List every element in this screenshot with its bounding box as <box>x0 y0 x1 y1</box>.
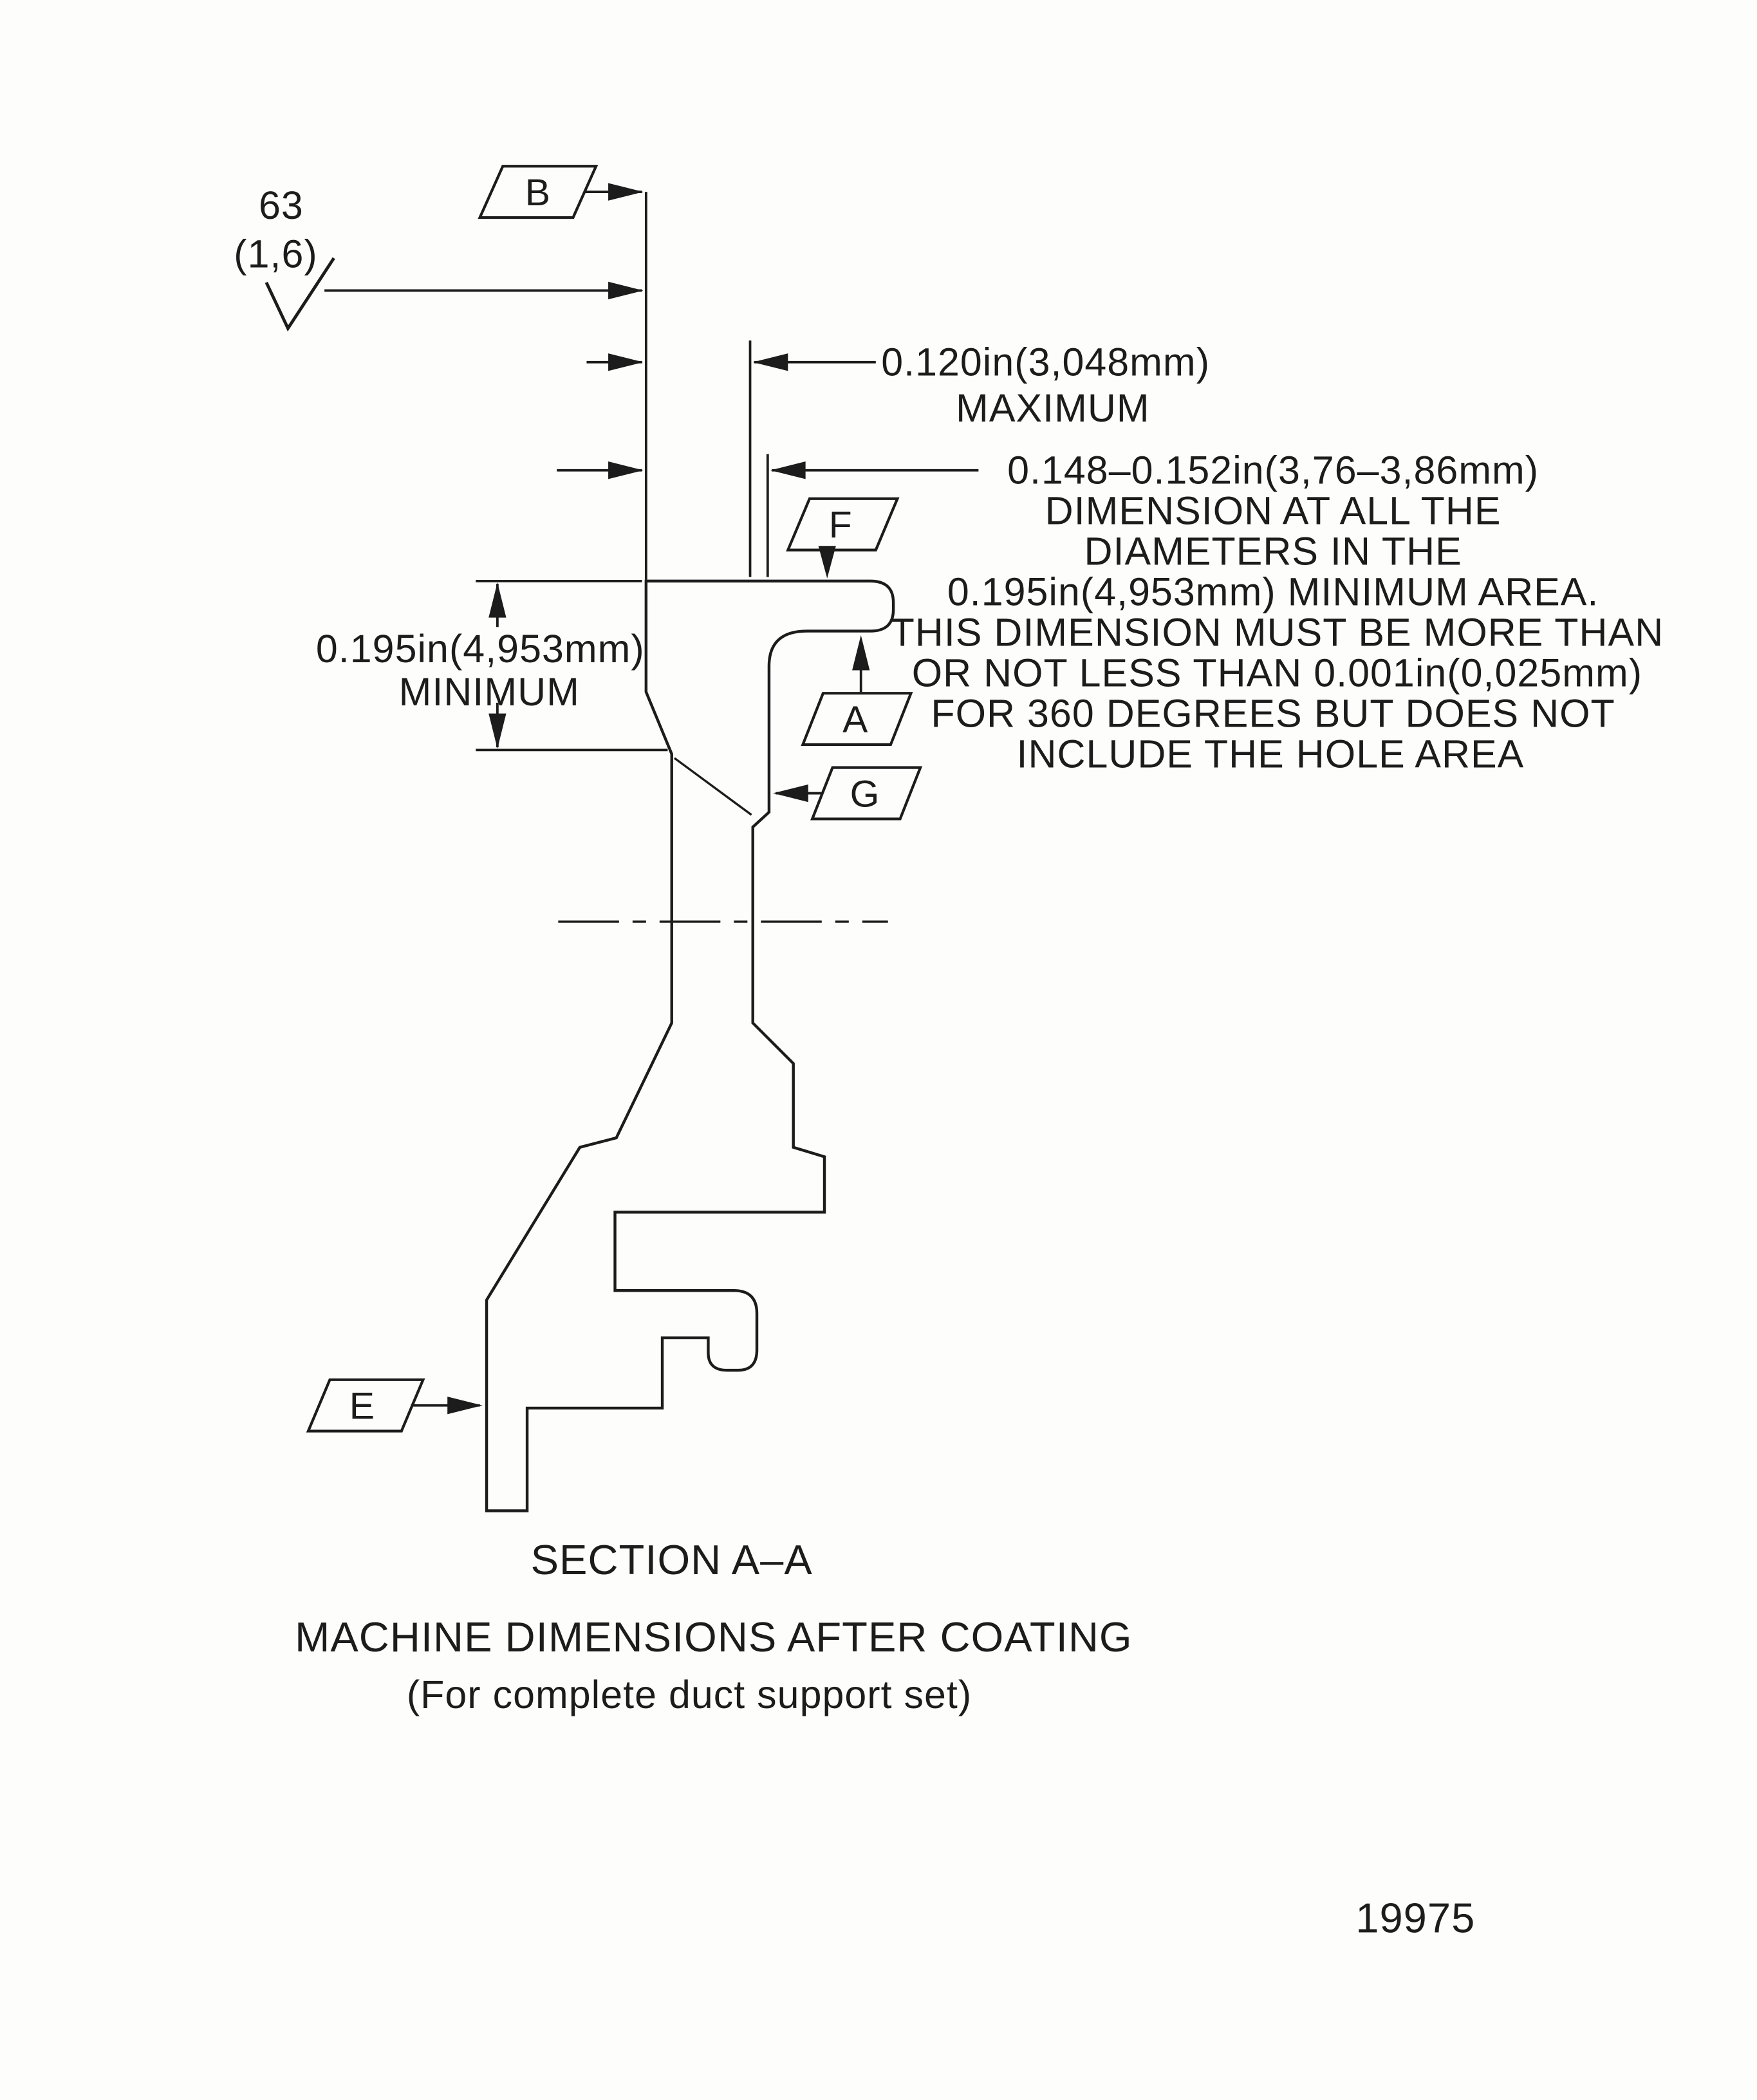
section-label: SECTION A–A <box>531 1536 813 1583</box>
note-line: 0.148–0.152in(3,76–3,86mm) <box>1007 449 1539 492</box>
datum-flag-b: B <box>478 165 644 219</box>
surface-finish-check-icon <box>265 257 335 332</box>
note-line: DIAMETERS IN THE <box>1084 530 1462 573</box>
dimension-0148-note: 0.148–0.152in(3,76–3,86mm) DIMENSION AT … <box>557 449 1664 776</box>
note-line: DIMENSION AT ALL THE <box>1045 489 1501 533</box>
arrowhead-up-icon <box>488 582 507 618</box>
surface-finish-symbol: 63 (1,6) <box>234 183 644 332</box>
dimension-value: 0.195in(4,953mm) <box>316 627 645 671</box>
flag-arrowhead-icon <box>852 635 870 671</box>
dimension-0120-maximum: 0.120in(3,048mm) MAXIMUM <box>586 340 1210 430</box>
drawing-subtitle: (For complete duct support set) <box>407 1673 972 1716</box>
arrowhead-down-icon <box>488 713 507 749</box>
dimension-qualifier: MAXIMUM <box>956 386 1150 430</box>
flag-parallelogram <box>810 766 923 821</box>
datum-flag-g: G <box>773 766 923 821</box>
surface-finish-value: 63 <box>259 183 304 227</box>
datum-flag-e: E <box>306 1378 483 1433</box>
note-line: THIS DIMENSION MUST BE MORE THAN <box>891 611 1664 655</box>
dimension-qualifier: MINIMUM <box>399 670 580 714</box>
captions: SECTION A–A MACHINE DIMENSIONS AFTER COA… <box>295 1536 1133 1716</box>
part-profile <box>485 579 895 1512</box>
flag-arrowhead-icon <box>608 183 644 201</box>
flag-arrowhead-icon <box>818 546 836 579</box>
figure-number: 19975 <box>1355 1895 1475 1942</box>
flag-label: E <box>349 1386 375 1427</box>
note-line: INCLUDE THE HOLE AREA <box>1017 732 1525 776</box>
surface-finish-arrowhead-icon <box>608 281 644 300</box>
arrowhead-right-icon <box>608 461 644 479</box>
surface-finish-metric-value: (1,6) <box>234 232 317 276</box>
note-line: 0.195in(4,953mm) MINIMUM AREA. <box>947 570 1599 614</box>
note-line: OR NOT LESS THAN 0.001in(0,025mm) <box>912 651 1642 695</box>
arrowhead-left-icon <box>752 353 788 371</box>
arrowhead-right-icon <box>608 353 644 371</box>
flag-parallelogram <box>786 497 900 552</box>
part-inner-edge <box>673 757 752 816</box>
flag-parallelogram <box>801 692 913 747</box>
flag-label: G <box>850 774 880 815</box>
dimension-value: 0.120in(3,048mm) <box>881 340 1210 384</box>
datum-flag-f: F <box>786 497 900 579</box>
flag-arrowhead-icon <box>773 784 808 803</box>
dimension-0195-minimum: 0.195in(4,953mm) MINIMUM <box>316 579 668 752</box>
datum-flag-a: A <box>801 635 913 747</box>
flag-parallelogram <box>478 165 599 219</box>
flag-label: B <box>525 172 551 214</box>
flag-label: A <box>842 699 868 741</box>
extension-lines <box>644 192 769 580</box>
note-line: FOR 360 DEGREES BUT DOES NOT <box>931 692 1615 736</box>
flag-label: F <box>829 505 853 546</box>
arrowhead-left-icon <box>770 461 806 479</box>
drawing-title: MACHINE DIMENSIONS AFTER COATING <box>295 1613 1133 1660</box>
flag-arrowhead-icon <box>447 1397 483 1415</box>
part-outline <box>485 579 895 1512</box>
flag-parallelogram <box>306 1378 425 1433</box>
